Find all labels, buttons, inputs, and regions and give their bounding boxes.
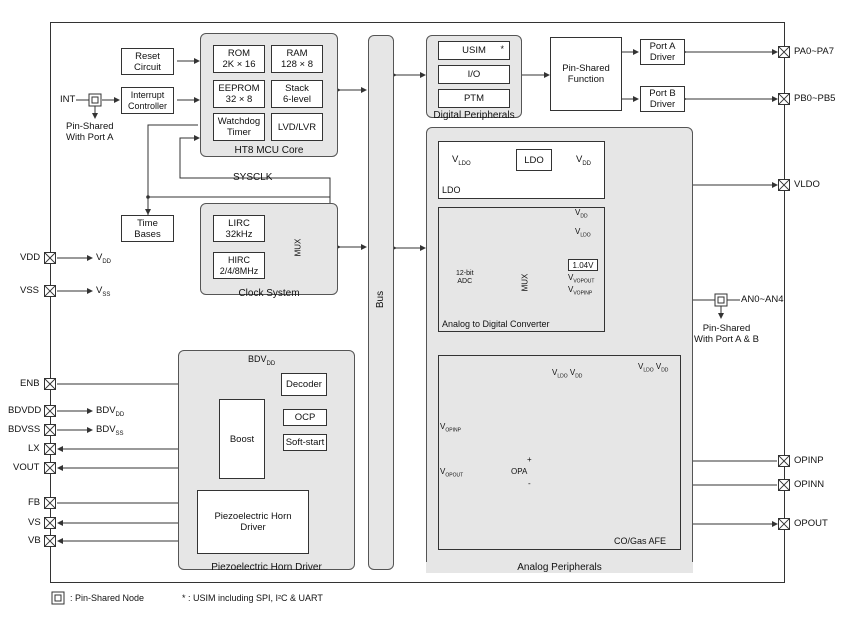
eeprom-block: EEPROM 32 × 8 [213, 80, 265, 108]
pin-lx-label: LX [28, 443, 40, 454]
pin-enb [44, 378, 56, 390]
usim-block: USIM* [438, 41, 510, 60]
adc-panel [438, 207, 605, 332]
pin-pa [778, 46, 790, 58]
pin-opout-label: OPOUT [794, 518, 828, 529]
watchdog-timer-block: Watchdog Timer [213, 113, 265, 141]
ldo-vdd-label: VDD [576, 154, 592, 167]
bdv-label: BDVDD [248, 354, 276, 367]
pin-vout [44, 462, 56, 474]
afe-vopinp-label: VOPINP [440, 422, 461, 434]
boost-block: Boost [219, 399, 265, 479]
afe-vldo-vdd-label-2: VLDO VDD [638, 362, 669, 374]
pin-vb [44, 535, 56, 547]
int-pin-label: INT [60, 94, 76, 105]
stack-block: Stack 6-level [271, 80, 323, 108]
adc-vopinp-label: VVOPINP [568, 285, 593, 297]
pin-opinp [778, 455, 790, 467]
ptm-block: PTM [438, 89, 510, 108]
rom-block: ROM 2K × 16 [213, 45, 265, 73]
piezo-driver-title: Piezoelectric Horn Driver [211, 562, 322, 573]
afe-vldo-vdd-label-1: VLDO VDD [552, 368, 583, 380]
pin-fb-label: FB [28, 497, 41, 508]
adc-vldo-label: VLDO [575, 227, 591, 239]
hirc-block: HIRC 2/4/8MHz [213, 252, 265, 279]
pin-vout-label: VOUT [13, 462, 40, 473]
pin-vss [44, 285, 56, 297]
afe-caption: CO/Gas AFE [614, 536, 667, 546]
vref-block: 1.04V [568, 259, 598, 271]
pin-bdvdd [44, 405, 56, 417]
pin-vdd [44, 252, 56, 264]
pin-opout [778, 518, 790, 530]
opa-plus: + [527, 455, 532, 464]
pin-vb-label: VB [28, 535, 41, 546]
time-bases-block: Time Bases [121, 215, 174, 242]
pin-bdvdd-label: BDVDD [8, 405, 42, 416]
adc-caption: Analog to Digital Converter [442, 319, 550, 329]
usim-note-mark: * [500, 44, 504, 54]
ldo-vldo-label: VLDO [452, 154, 471, 167]
digital-peripherals-title: Digital Peripherals [433, 110, 515, 121]
softstart-block: Soft-start [283, 434, 327, 451]
sysclk-label: SYSCLK [233, 172, 273, 183]
ldo-caption: LDO [442, 185, 461, 195]
legend-pin-shared-node: : Pin-Shared Node [70, 593, 145, 603]
legend-usim-note: * : USIM including SPI, I²C & UART [182, 593, 323, 603]
lirc-block: LIRC 32kHz [213, 215, 265, 242]
bdvss-internal-label: BDVSS [96, 424, 124, 437]
analog-peripherals-title: Analog Peripherals [426, 562, 693, 573]
ocp-block: OCP [283, 409, 327, 426]
internal-bus [368, 35, 394, 570]
int-pin-shared-note: Pin-Shared With Port A [66, 121, 114, 143]
pin-an-label: AN0~AN4 [741, 294, 784, 305]
decoder-block: Decoder [281, 373, 327, 396]
lvd-lvr-block: LVD/LVR [271, 113, 323, 141]
clock-system-title: Clock System [238, 288, 300, 299]
ram-block: RAM 128 × 8 [271, 45, 323, 73]
pin-opinn-label: OPINN [794, 479, 825, 490]
bdvdd-internal-label: BDVDD [96, 405, 125, 418]
pin-bdvss-label: BDVSS [8, 424, 41, 435]
pin-vdd-label: VDD [20, 252, 41, 263]
pin-opinp-label: OPINP [794, 455, 824, 466]
interrupt-controller-block: Interrupt Controller [121, 87, 174, 114]
adc-vdd-label: VDD [575, 208, 588, 220]
io-block: I/O [438, 65, 510, 84]
afe-vopout-label: VOPOUT [440, 467, 464, 479]
port-b-driver-block: Port B Driver [640, 86, 685, 112]
adc-label: 12-bit ADC [456, 270, 474, 285]
pin-vs-label: VS [28, 517, 41, 528]
reset-circuit-block: Reset Circuit [121, 48, 174, 75]
bus-label: Bus [375, 290, 387, 309]
pin-vs [44, 517, 56, 529]
opa-minus: - [528, 479, 531, 488]
pin-lx [44, 443, 56, 455]
pin-fb [44, 497, 56, 509]
adc-vopout-label: VVOPOUT [568, 273, 595, 285]
vdd-internal-label: VDD [96, 252, 112, 265]
pin-bdvss [44, 424, 56, 436]
pin-vldo-label: VLDO [794, 179, 820, 190]
analog-peripherals-group [426, 127, 693, 570]
chip-outline [50, 22, 785, 583]
clock-mux-label: MUX [293, 238, 303, 257]
pin-pa-label: PA0~PA7 [794, 46, 835, 57]
pin-shared-function-block: Pin-Shared Function [550, 37, 622, 111]
vss-internal-label: VSS [96, 285, 111, 298]
horn-driver-block: Piezoelectric Horn Driver [197, 490, 309, 554]
pin-enb-label: ENB [20, 378, 40, 389]
pin-vldo [778, 179, 790, 191]
adc-mux-label: MUX [520, 273, 530, 292]
pin-pb [778, 93, 790, 105]
afe-panel [438, 355, 681, 550]
pin-pb-label: PB0~PB5 [794, 93, 836, 104]
opa-label: OPA [511, 467, 528, 476]
pin-vss-label: VSS [20, 285, 40, 296]
pin-opinn [778, 479, 790, 491]
an-pin-shared-note: Pin-Shared With Port A & B [694, 323, 759, 345]
mcu-core-title: HT8 MCU Core [234, 145, 304, 156]
ldo-block: LDO [516, 149, 552, 171]
port-a-driver-block: Port A Driver [640, 39, 685, 65]
